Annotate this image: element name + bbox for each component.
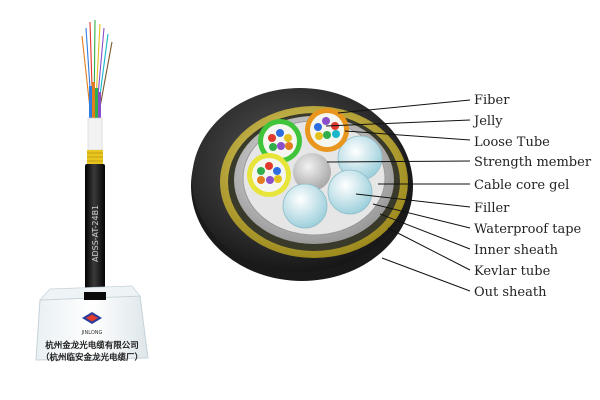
company-line-1: 杭州金龙光电缆有限公司	[45, 340, 139, 351]
label-strength-member: Strength member	[474, 155, 592, 170]
label-kevlar-tube: Kevlar tube	[474, 264, 551, 279]
cable-print-text: ADSS-AT-24B1	[91, 205, 100, 262]
callout-labels: Fiber Jelly Loose Tube Strength member C…	[472, 93, 592, 300]
label-waterproof-tape: Waterproof tape	[474, 222, 582, 237]
company-line-2: （杭州临安金龙光电缆厂）	[41, 352, 143, 363]
loose-tube-green	[258, 119, 302, 163]
jinlong-logo: JINLONG	[81, 312, 103, 336]
label-jelly: Jelly	[472, 114, 503, 129]
loose-tube-yellow	[247, 153, 291, 197]
label-loose-tube: Loose Tube	[474, 135, 550, 150]
cross-section	[191, 88, 413, 281]
filler-2	[327, 169, 373, 215]
filler-3	[282, 183, 328, 229]
label-cable-core-gel: Cable core gel	[474, 178, 569, 193]
loose-tube-orange	[305, 108, 349, 152]
leader-lines	[325, 99, 471, 292]
label-filler: Filler	[474, 201, 510, 216]
cable-sample: ADSS-AT-24B1 JINLONG 杭州金龙光电缆有限公司 （杭州临安金龙…	[35, 19, 149, 363]
label-inner-sheath: Inner sheath	[474, 243, 559, 258]
label-fiber: Fiber	[474, 93, 510, 108]
logo-text: JINLONG	[81, 330, 103, 336]
label-out-sheath: Out sheath	[474, 285, 547, 300]
strength-member	[293, 153, 331, 191]
